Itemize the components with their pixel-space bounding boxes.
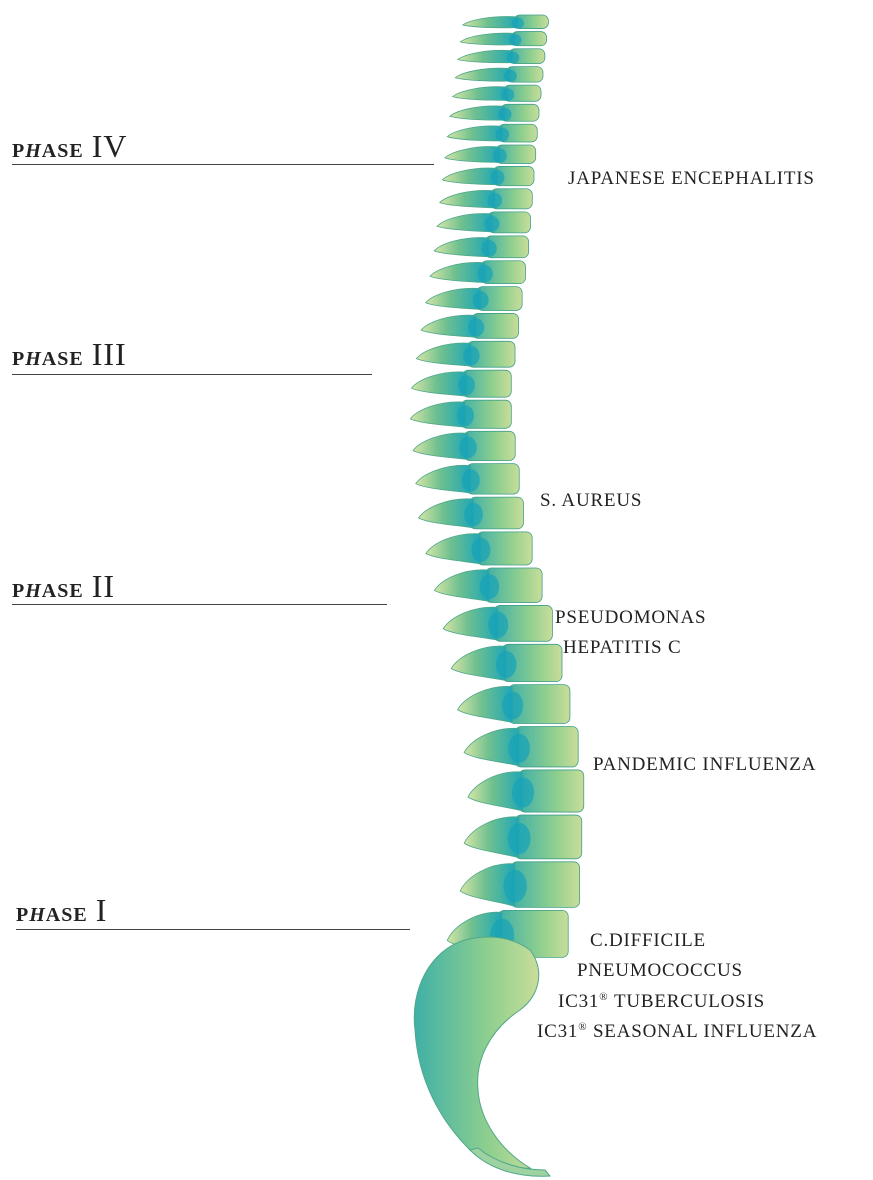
vertebra-foramen bbox=[487, 193, 502, 208]
vertebra-foramen bbox=[504, 70, 517, 82]
phase-prefix: P bbox=[12, 140, 25, 162]
phase-numeral: IV bbox=[92, 128, 128, 164]
phase-ii-rule bbox=[12, 604, 387, 605]
phase-numeral: I bbox=[96, 892, 108, 928]
sacrum bbox=[414, 937, 538, 1168]
disease-s-aureus: S. AUREUS bbox=[540, 490, 642, 512]
vertebra-foramen bbox=[459, 437, 477, 459]
vertebra-foramen bbox=[488, 612, 508, 638]
registered-mark: ® bbox=[578, 1021, 587, 1033]
vertebra-process bbox=[447, 126, 502, 141]
vertebra-process bbox=[440, 190, 495, 207]
phase-ii-label: PHASE II bbox=[12, 568, 115, 605]
phase-h: H bbox=[25, 348, 42, 370]
disease-pneumococcus: PNEUMOCOCCUS bbox=[577, 960, 743, 982]
phase-suffix: ASE bbox=[42, 140, 84, 162]
phase-i-label: PHASE I bbox=[16, 892, 107, 929]
vertebra-foramen bbox=[508, 823, 531, 854]
vertebra-process bbox=[437, 214, 492, 232]
vertebra-process bbox=[455, 68, 510, 81]
vertebra-foramen bbox=[458, 375, 475, 395]
vertebra-foramen bbox=[495, 128, 509, 142]
phase-iii-label: PHASE III bbox=[12, 336, 127, 373]
vertebra-foramen bbox=[480, 574, 500, 599]
vertebra-foramen bbox=[501, 88, 514, 101]
vertebra-foramen bbox=[464, 503, 483, 526]
phase-suffix: ASE bbox=[42, 580, 84, 602]
vertebra-foramen bbox=[496, 651, 517, 678]
disease-ic31-seasonal-influenza: IC31® SEASONAL INFLUENZA bbox=[537, 1021, 817, 1043]
ic31-prefix: IC31 bbox=[537, 1021, 578, 1042]
vertebra-foramen bbox=[498, 108, 511, 121]
vertebra-foramen bbox=[473, 291, 489, 309]
vertebra-foramen bbox=[490, 170, 504, 185]
phase-iv-rule bbox=[12, 164, 434, 165]
vertebra-foramen bbox=[482, 240, 497, 257]
phase-i-rule bbox=[16, 929, 410, 930]
vertebra-foramen bbox=[512, 777, 534, 807]
vertebra-foramen bbox=[493, 149, 507, 163]
disease-ic31-tuberculosis: IC31® TUBERCULOSIS bbox=[558, 991, 765, 1013]
phase-iv-label: PHASE IV bbox=[12, 128, 127, 165]
ic31-prefix: IC31 bbox=[558, 991, 599, 1012]
vertebra-foramen bbox=[508, 734, 530, 763]
disease-hepatitis-c: HEPATITIS C bbox=[563, 637, 681, 659]
vertebra-process bbox=[421, 315, 476, 337]
phase-numeral: II bbox=[92, 568, 115, 604]
vertebra-process bbox=[463, 17, 518, 28]
vertebra-foramen bbox=[471, 538, 490, 562]
disease-name: TUBERCULOSIS bbox=[614, 991, 765, 1012]
phase-iii-rule bbox=[12, 374, 372, 375]
vertebra-foramen bbox=[457, 405, 474, 426]
registered-mark: ® bbox=[599, 991, 608, 1003]
phase-h: H bbox=[29, 904, 46, 926]
phase-prefix: P bbox=[12, 348, 25, 370]
vertebra-foramen bbox=[507, 52, 520, 64]
vertebra-process bbox=[430, 262, 485, 282]
vertebra-foramen bbox=[485, 216, 500, 232]
vertebra-process bbox=[453, 87, 508, 101]
vertebra-process bbox=[460, 33, 515, 45]
vertebra-foramen bbox=[477, 265, 492, 282]
phase-suffix: ASE bbox=[42, 348, 84, 370]
vertebra-foramen bbox=[509, 34, 521, 45]
vertebra-foramen bbox=[462, 469, 480, 491]
vertebra-process bbox=[416, 343, 471, 366]
phase-prefix: P bbox=[16, 904, 29, 926]
disease-c-difficile: C.DIFFICILE bbox=[590, 930, 706, 952]
vertebra-process bbox=[445, 147, 500, 163]
disease-japanese-encephalitis: JAPANESE ENCEPHALITIS bbox=[568, 168, 815, 190]
disease-name: SEASONAL INFLUENZA bbox=[593, 1021, 817, 1042]
vertebra-foramen bbox=[468, 318, 484, 337]
vertebra-process bbox=[426, 288, 481, 309]
disease-pseudomonas: PSEUDOMONAS bbox=[555, 607, 706, 629]
phase-prefix: P bbox=[12, 580, 25, 602]
vertebra-foramen bbox=[463, 346, 480, 365]
phase-h: H bbox=[25, 580, 42, 602]
vertebra-process bbox=[434, 238, 489, 257]
disease-pandemic-influenza: PANDEMIC INFLUENZA bbox=[593, 754, 816, 776]
phase-numeral: III bbox=[92, 336, 127, 372]
vertebra-process bbox=[442, 168, 497, 185]
vertebra-process bbox=[458, 50, 513, 62]
phase-suffix: ASE bbox=[46, 904, 88, 926]
vertebra-process bbox=[450, 106, 505, 120]
vertebra-foramen bbox=[512, 18, 524, 29]
vertebra-foramen bbox=[502, 692, 523, 720]
phase-h: H bbox=[25, 140, 42, 162]
vertebra-foramen bbox=[503, 870, 526, 902]
